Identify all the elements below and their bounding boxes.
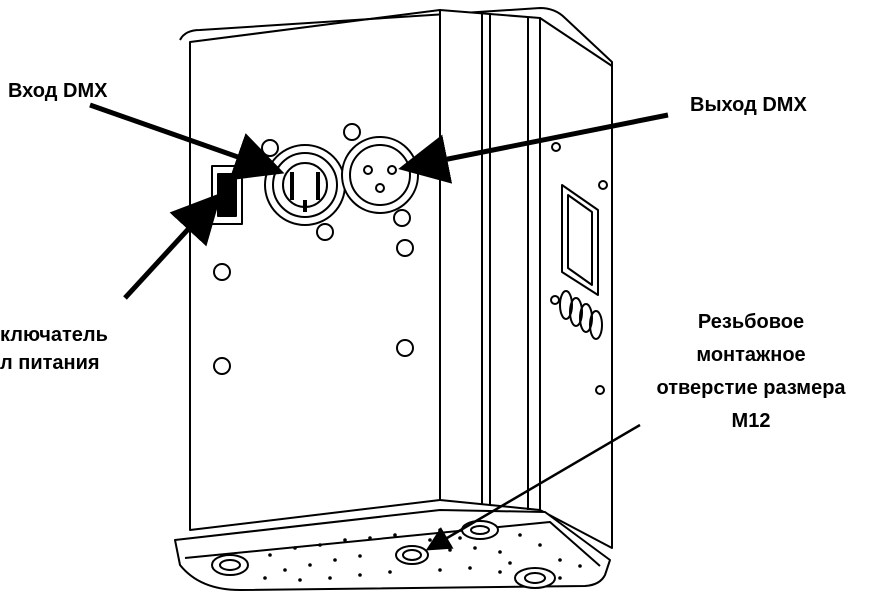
label-dmx-out: Выход DMX: [690, 94, 807, 116]
label-power-switch-line1: ключатель: [0, 324, 108, 346]
arrow-power-switch: [123, 192, 222, 300]
fixture-body: [174, 7, 613, 591]
label-mount-hole-line2: монтажное: [696, 344, 806, 366]
arrow-dmx-out: [398, 112, 669, 184]
label-mount-hole-line4: M12: [731, 410, 771, 432]
callout-arrows: [89, 102, 669, 551]
label-mount-hole-line1: Резьбовое: [697, 311, 805, 333]
label-power-switch-line2: л питания: [0, 352, 100, 374]
arrow-mount-hole: [425, 423, 641, 551]
label-mount-hole-line3: отверстие размера: [656, 377, 846, 399]
label-dmx-in: Вход DMX: [8, 80, 108, 102]
arrow-dmx-in: [89, 102, 285, 181]
label-mount-hole: Резьбовое монтажное отверстие размера M1…: [636, 306, 866, 438]
